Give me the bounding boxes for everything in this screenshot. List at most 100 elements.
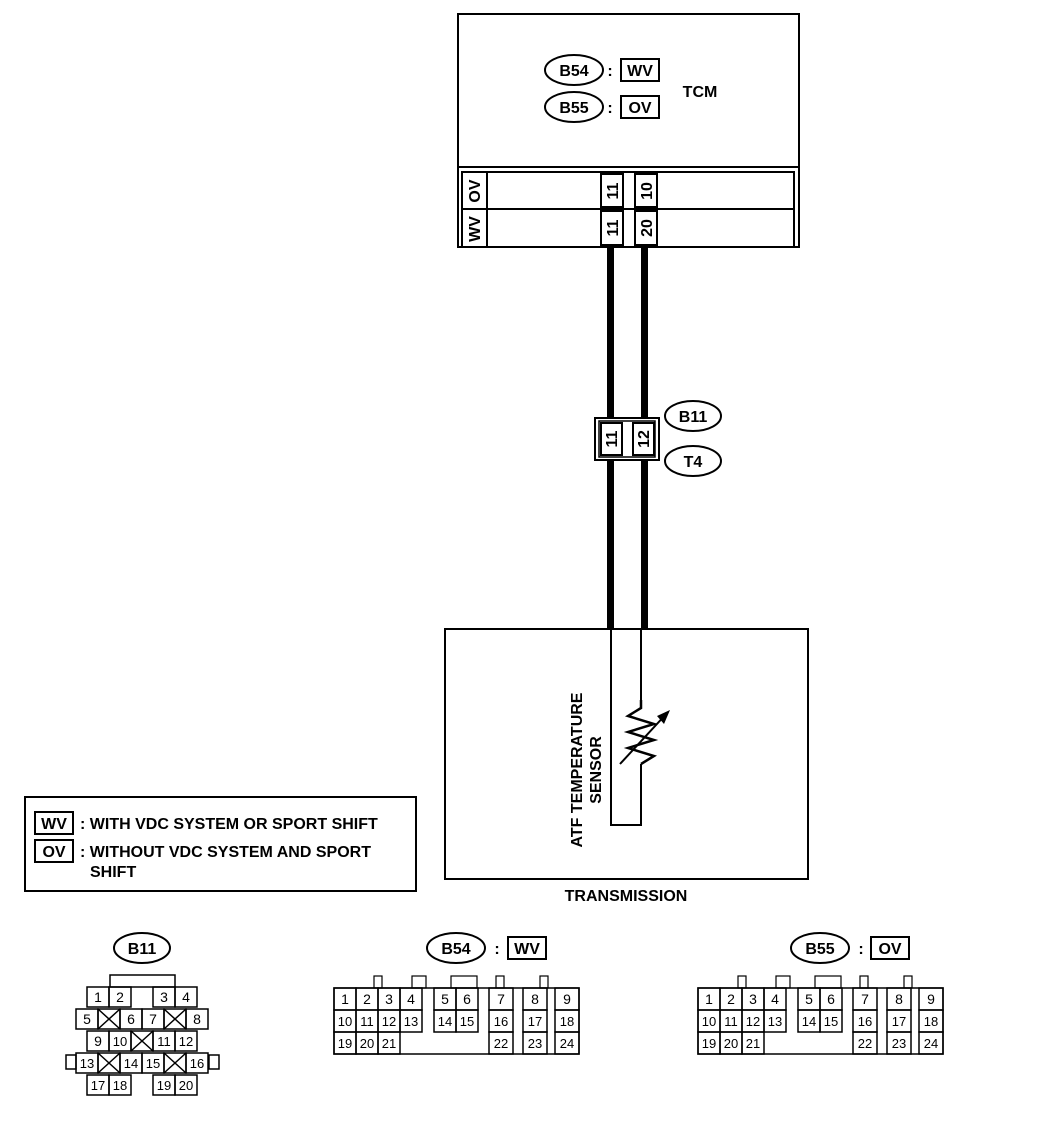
joint-pin-b: 12 — [636, 430, 653, 448]
tcm-row-wv-pin-b: 20 — [639, 219, 656, 237]
b55-pin-r1-3: 4 — [771, 991, 779, 1007]
b54-pin-r1-5: 6 — [463, 991, 471, 1007]
harness-wires — [607, 247, 648, 629]
legend-ov-tag: OV — [42, 844, 65, 861]
b55-pin-r2-3: 13 — [768, 1014, 782, 1029]
transmission-title: TRANSMISSION — [565, 888, 688, 905]
b11-pin-4-0: 17 — [91, 1078, 105, 1093]
tcm-pin-ov-a-box — [600, 173, 624, 208]
legend-ov-text-line1: : WITHOUT VDC SYSTEM AND SPORT — [80, 844, 371, 861]
b55-pin-r3-3: 22 — [858, 1036, 872, 1051]
wire-right-upper — [641, 247, 648, 418]
b54-pin-r2-8: 18 — [560, 1014, 574, 1029]
tcm-b54-label: B54 — [559, 63, 588, 80]
wire-right-lower — [641, 460, 648, 629]
b55-latch-1 — [775, 975, 791, 989]
b11-pin-4-1-box — [108, 1074, 132, 1096]
b11-pin-2-3: 11 — [157, 1034, 171, 1049]
b54-pin-r1-4: 5 — [441, 991, 449, 1007]
b54-pin-r1-3: 4 — [407, 991, 415, 1007]
b11-pin-4-1: 18 — [113, 1078, 127, 1093]
joint-t4-oval — [664, 445, 722, 477]
tcm-row-wv-tag: WV — [467, 216, 484, 242]
b55-pin-r1-7: 8 — [895, 991, 903, 1007]
b54-pin-r2-7: 17 — [528, 1014, 542, 1029]
b55-pin-r1-4: 5 — [805, 991, 813, 1007]
b54-pin-r3-3: 22 — [494, 1036, 508, 1051]
b54-pin-r1-0: 1 — [341, 991, 349, 1007]
b54-latch-1 — [411, 975, 427, 989]
b11-pin-3-1-cross-b — [97, 1052, 121, 1074]
b54-view-colon: : — [494, 941, 499, 958]
sensor-label-line2: SENSOR — [588, 736, 605, 804]
thermistor-zigzag — [623, 700, 659, 766]
b54-pin-r2-3-box — [399, 1009, 423, 1033]
tcm-pin-wv-a-box — [600, 210, 624, 246]
b11-pin-0-4-box — [174, 986, 198, 1008]
b54-pin-r2-3: 13 — [404, 1014, 418, 1029]
b54-view-oval — [426, 932, 486, 964]
b55-pin-r3-5: 24 — [924, 1036, 938, 1051]
wire-left-lower — [607, 460, 614, 629]
transmission-unit: ATF TEMPERATURE SENSOR TRANSMISSION — [444, 628, 809, 905]
b11-pin-1-5-box — [185, 1008, 209, 1030]
b11-pin-1-1-cross-b — [97, 1008, 121, 1030]
b11-pin-2-1: 10 — [113, 1034, 127, 1049]
tcm-row-ov-pin-a: 11 — [605, 182, 622, 199]
b55-pin-r3-1: 20 — [724, 1036, 738, 1051]
b55-latch-2 — [814, 975, 842, 989]
tcm-colon-2: : — [607, 100, 612, 117]
b55-pin-r3-0: 19 — [702, 1036, 716, 1051]
tcm-b55-label: B55 — [559, 100, 588, 117]
b55-pin-r3-4: 23 — [892, 1036, 906, 1051]
b11-pin-2-0: 9 — [94, 1033, 102, 1049]
b11-pin-3-2: 14 — [124, 1056, 138, 1071]
b54-pin-r3-2: 21 — [382, 1036, 396, 1051]
joint-b11-oval — [664, 400, 722, 432]
tcm-wv-tag-box — [620, 58, 660, 82]
transmission-outline — [444, 628, 809, 880]
legend-ov-text-line2: SHIFT — [90, 864, 136, 881]
tcm-pin-wv-b-box — [634, 210, 658, 246]
legend-wv-text: : WITH VDC SYSTEM OR SPORT SHIFT — [80, 816, 378, 833]
b55-view-oval — [790, 932, 850, 964]
b55-pin-r3-2: 21 — [746, 1036, 760, 1051]
b55-pin-r2-7: 17 — [892, 1014, 906, 1029]
joint-t4-label: T4 — [684, 454, 703, 471]
joint-connector: 11 12 B11 T4 — [594, 400, 722, 477]
b54-pin-r1-6: 7 — [497, 991, 505, 1007]
tcm-pin-ov-b-box — [634, 173, 658, 208]
b54-pin-r2-5: 15 — [460, 1014, 474, 1029]
b11-latch — [109, 974, 176, 988]
tcm-unit: B54 : WV B55 : OV TCM OV WV 11 10 11 20 — [457, 13, 800, 248]
b11-pin-3-5-box — [185, 1052, 209, 1074]
b55-view-tag-box — [870, 936, 910, 960]
joint-pin-a-box — [600, 422, 623, 456]
b11-pin-1-0: 5 — [83, 1011, 91, 1027]
b55-pin-r1-2: 3 — [749, 991, 757, 1007]
wire-left-upper — [607, 247, 614, 418]
tcm-title: TCM — [683, 84, 718, 101]
b55-view-tag: OV — [878, 941, 901, 958]
b55-pin-r2-0: 10 — [702, 1014, 716, 1029]
b55-view-colon: : — [858, 941, 863, 958]
b55-pin-r1-6: 7 — [861, 991, 869, 1007]
b11-pin-1-5: 8 — [193, 1011, 201, 1027]
b54-latch-4 — [539, 975, 549, 989]
b11-pin-3-4-cross-b — [163, 1052, 187, 1074]
b54-pin-r2-4: 14 — [438, 1014, 452, 1029]
b54-view-tag-box — [507, 936, 547, 960]
thermistor-arrowhead — [657, 710, 670, 724]
b11-side-lug-left — [65, 1054, 77, 1070]
b11-pin-4-3: 19 — [157, 1078, 171, 1093]
b55-pin-r2-8: 18 — [924, 1014, 938, 1029]
tcm-row-ov-pin-b: 10 — [639, 182, 656, 200]
b55-pin-r2-5: 15 — [824, 1014, 838, 1029]
legend-ov-tag-box — [34, 839, 74, 863]
b54-pin-r2-6: 16 — [494, 1014, 508, 1029]
tcm-b55-oval — [544, 91, 604, 123]
tcm-ov-tag: OV — [628, 100, 651, 117]
